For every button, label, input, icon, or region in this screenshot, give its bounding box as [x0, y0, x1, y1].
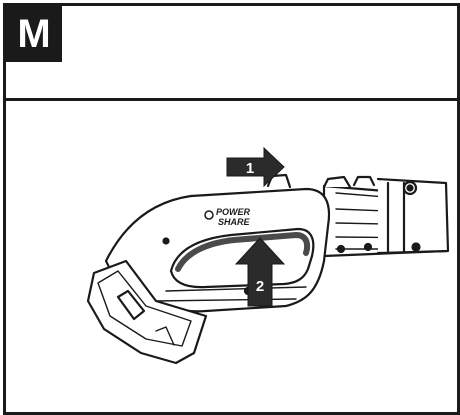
battery-pack [86, 259, 208, 365]
arrow-2-label: 2 [256, 278, 264, 295]
arrow-1: 1 [226, 146, 285, 188]
brand-line-1: POWER [216, 207, 251, 217]
step-letter-badge: M [6, 6, 62, 62]
arrow-1-label: 1 [246, 160, 254, 177]
tool-illustration: POWER SHARE 1 2 [6, 101, 457, 412]
instruction-panel: M [3, 3, 460, 415]
panel-header: M [6, 6, 457, 101]
powershare-logo: POWER SHARE [204, 207, 251, 227]
brand-line-2: SHARE [218, 217, 251, 227]
pole-saw-handle-drawing: POWER SHARE 1 2 [86, 146, 450, 365]
arrow-2: 2 [234, 237, 286, 307]
